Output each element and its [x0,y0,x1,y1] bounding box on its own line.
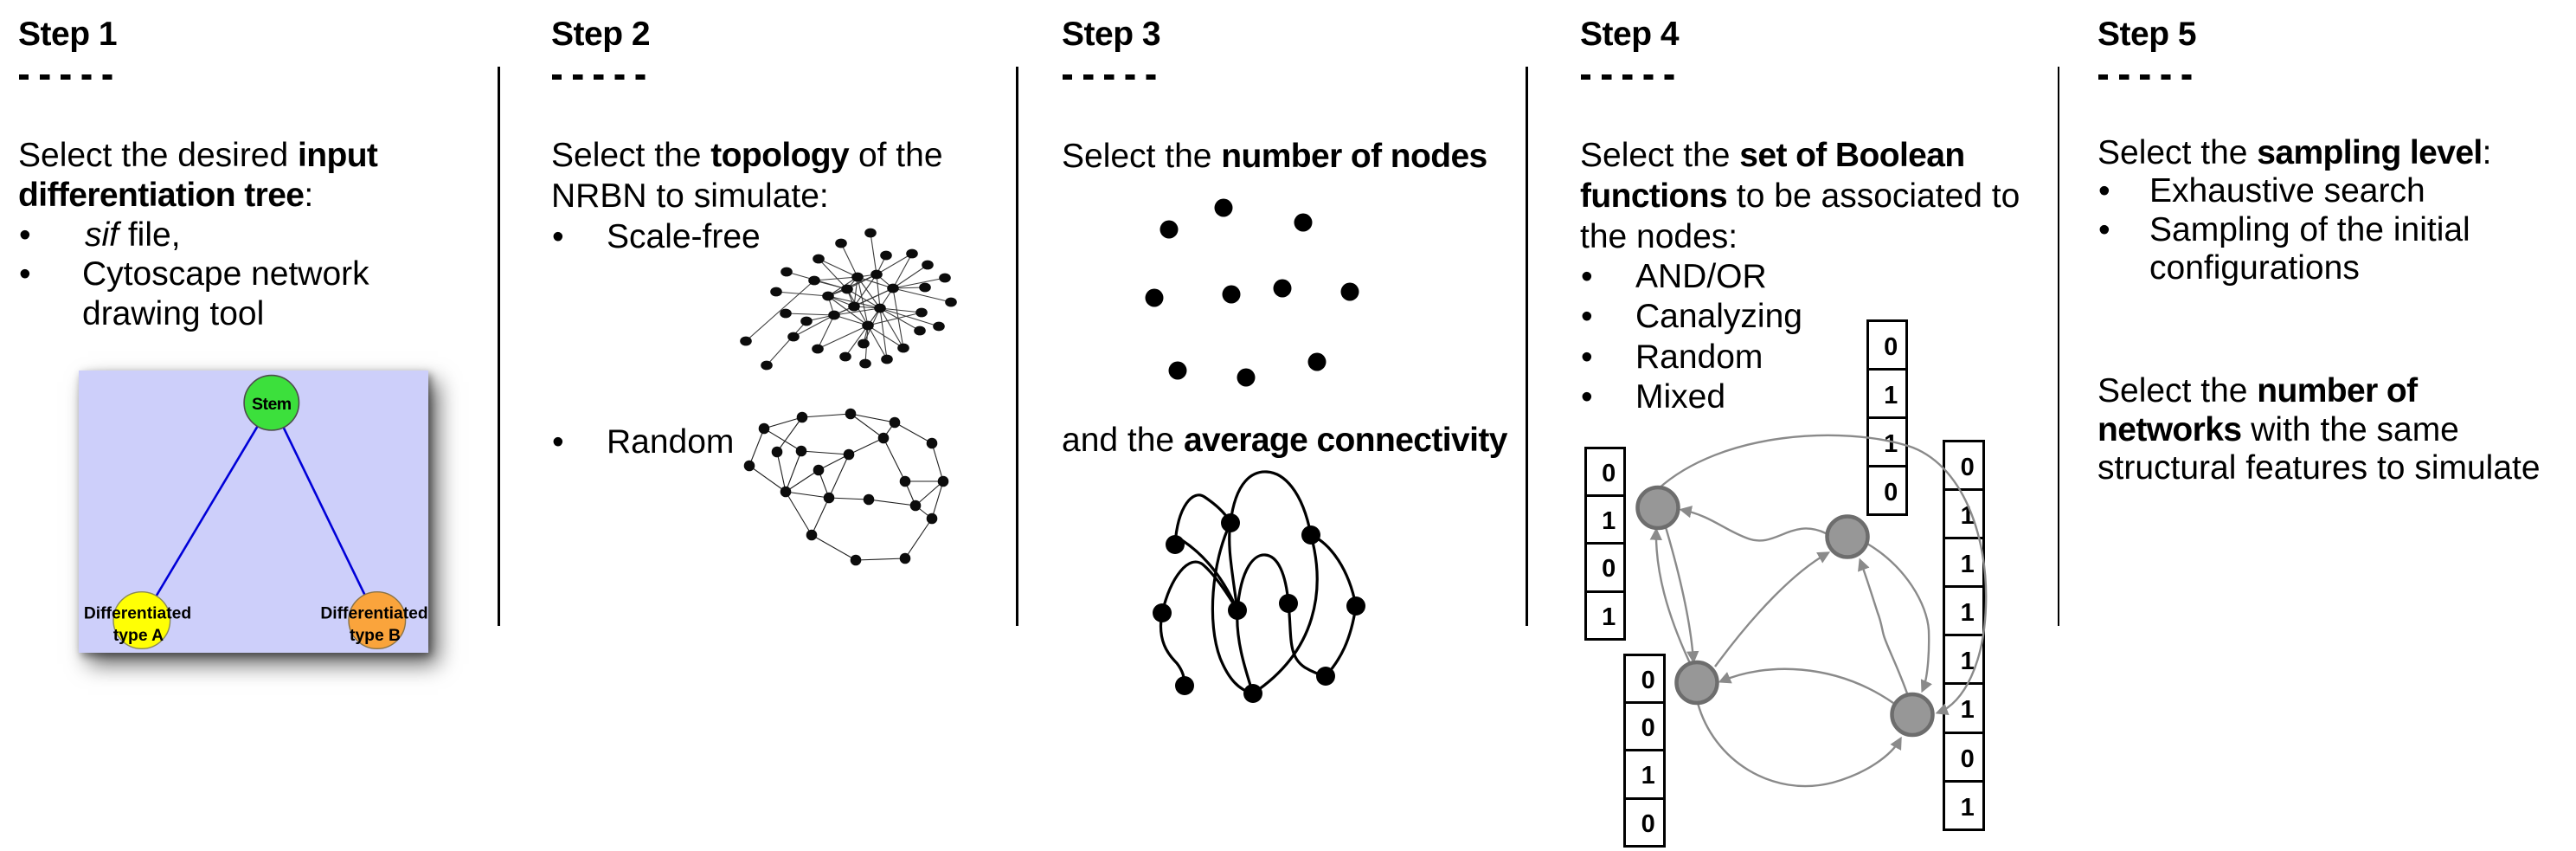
svg-text:Differentiated: Differentiated [84,604,191,622]
svg-text:Differentiated: Differentiated [320,604,427,622]
svg-text:type B: type B [350,627,401,645]
svg-text:type A: type A [113,627,164,645]
svg-text:Stem: Stem [252,395,292,414]
